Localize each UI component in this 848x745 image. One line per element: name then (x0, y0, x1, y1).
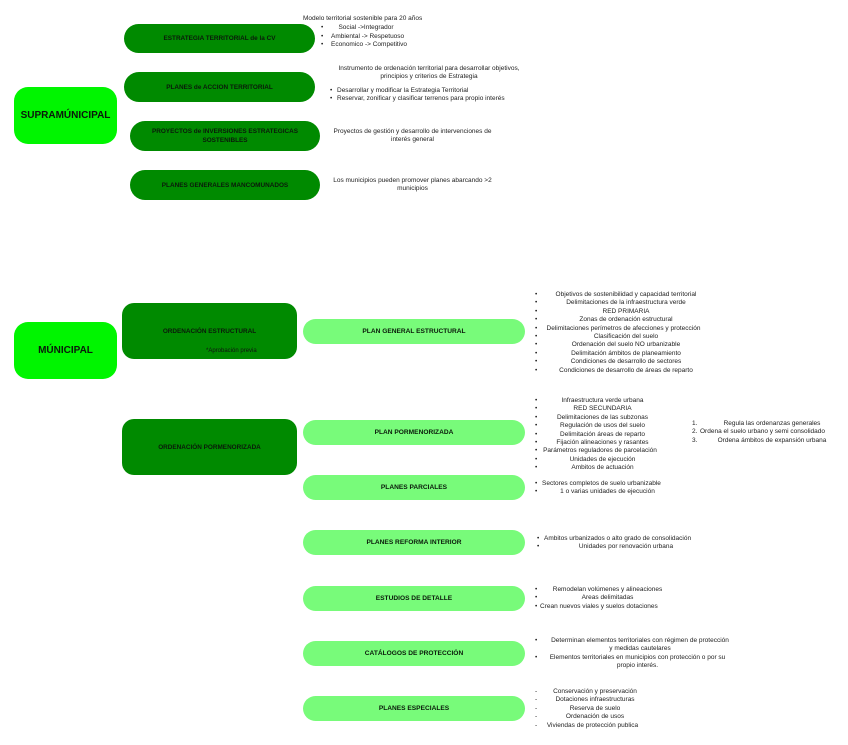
planes-reforma-interior-node: PLANES REFORMA INTERIOR (303, 530, 525, 555)
plan-general-estructural-node: PLAN GENERAL ESTRUCTURAL (303, 319, 525, 344)
note-bullet: •Condiciones de desarrollo de áreas de r… (535, 366, 693, 374)
note-bullet: •Areas delimitadas (535, 594, 634, 602)
note-title: Instrumento de ordenación territorial pa… (338, 65, 520, 81)
note-bullet: •Condiciones de desarrollo de sectores (535, 358, 682, 366)
note-bullet: -Conservación y preservación (535, 688, 637, 695)
planes-parciales-node: PLANES PARCIALES (303, 475, 525, 500)
note-bullet: •Delimitaciones de las subzonas (535, 413, 649, 421)
note-bullet: •Delimitaciones de la infraestructura ve… (535, 299, 686, 307)
note-bullet: -Ordenación de usos (535, 713, 625, 721)
note-bullet: •Unidades por renovación urbana (537, 543, 674, 551)
note-bullet: •Economico -> Competitivo (321, 41, 408, 49)
note-bullet: -Reserva de suelo (535, 704, 621, 712)
ordenacion-estructural-label: ORDENACIÓN ESTRUCTURAL (162, 327, 257, 335)
note-title: Modelo territorial sostenible para 20 añ… (303, 15, 423, 22)
planes-especiales-note: -Conservación y preservación -Dotaciones… (535, 688, 645, 730)
numbered-item: 1.Regula las ordenanzas generales (692, 420, 821, 427)
note-bullet: •Social ->Integrador (321, 24, 394, 32)
ordenacion-pormenorizada-node: ORDENACIÓN PORMENORIZADA (122, 419, 297, 475)
note-bullet: •RED SECUNDARIA (535, 405, 632, 413)
supramunicipal-node: SUPRAMÚNICIPAL (14, 87, 117, 144)
note-bullet: •Regulación de usos del suelo (535, 422, 645, 430)
catalogos-proteccion-node: CATÁLOGOS DE PROTECCIÓN (303, 641, 525, 666)
note-bullet: •Clasificación del suelo (535, 333, 659, 341)
note-bullet: •Desarrollar y modificar la Estrategia T… (330, 86, 469, 94)
note-bullet: •Ambitos de actuación (535, 464, 634, 472)
note-bullet: -Dotaciones infraestructuras (535, 696, 635, 704)
estudios-detalle-node: ESTUDIOS DE DETALLE (303, 586, 525, 611)
note-bullet: •1 o varias unidades de ejecución (535, 488, 655, 496)
note-bullet: •Sectores completos de suelo urbanizable (535, 480, 661, 487)
proyectos-inversiones-node: PROYECTOS de INVERSIONES ESTRATEGICAS SO… (130, 121, 320, 151)
note-bullet: •Delimitación ámbitos de planeamiento (535, 349, 681, 357)
planes-reforma-note: •Ambitos urbanizados o alto grado de con… (537, 535, 705, 552)
ordenacion-estructural-node: ORDENACIÓN ESTRUCTURAL *Aprobación previ… (122, 303, 297, 359)
note-bullet: •Elementos territoriales en municipios c… (535, 653, 726, 670)
planes-especiales-node: PLANES ESPECIALES (303, 696, 525, 721)
note-bullet: •Crean nuevos viales y suelos dotaciones (535, 602, 658, 610)
planes-accion-note: Instrumento de ordenación territorial pa… (330, 65, 528, 104)
planes-accion-territorial-node: PLANES de ACCION TERRITORIAL (124, 72, 315, 102)
aprobacion-previa-note: *Aprobación previa (206, 348, 257, 354)
numbered-item: 3.Ordena ámbitos de expansión urbana (692, 436, 827, 444)
plan-pormenorizada-node: PLAN PORMENORIZADA (303, 420, 525, 445)
note-bullet: -Viviendas de protección publica (535, 721, 639, 729)
note-bullet: •Delimitaciones perímetros de afecciones… (535, 324, 701, 332)
plan-pormenorizada-numbered-note: 1.Regula las ordenanzas generales 2.Orde… (692, 420, 842, 445)
note-bullet: •Ambitos urbanizados o alto grado de con… (537, 535, 692, 542)
note-bullet: •Ambiental -> Respetuoso (321, 32, 405, 40)
numbered-item: 2.Ordena el suelo urbano y semi consolid… (692, 428, 826, 436)
plan-pormenorizada-note: •Infraestructura verde urbana •RED SECUN… (535, 397, 660, 473)
plan-general-estructural-note: •Objetivos de sostenibilidad y capacidad… (535, 291, 707, 375)
note-bullet: •Infraestructura verde urbana (535, 397, 644, 404)
note-bullet: •Zonas de ordenación estructural (535, 316, 673, 324)
note-bullet: •Determinan elementos territoriales con … (535, 637, 729, 653)
note-bullet: •Remodelan volúmenes y alineaciones (535, 586, 663, 593)
planes-parciales-note: •Sectores completos de suelo urbanizable… (535, 480, 670, 497)
note-bullet: •Parámetros reguladores de parcelación (535, 447, 657, 455)
note-bullet: •RED PRIMARIA (535, 307, 650, 315)
note-bullet: •Unidades de ejecución (535, 455, 636, 463)
proyectos-note: Proyectos de gestión y desarrollo de int… (333, 128, 492, 144)
note-bullet: •Ordenación del suelo NO urbanizable (535, 341, 681, 349)
note-bullet: •Delimitación áreas de reparto (535, 430, 645, 438)
estudios-detalle-note: •Remodelan volúmenes y alineaciones •Are… (535, 586, 670, 611)
municipal-node: MÚNICIPAL (14, 322, 117, 379)
note-bullet: •Fijación alineaciones y rasantes (535, 439, 649, 447)
estrategia-note: Modelo territorial sostenible para 20 añ… (303, 15, 453, 50)
catalogos-note: •Determinan elementos territoriales con … (535, 637, 735, 671)
mancomunados-note: Los municipios pueden promover planes ab… (333, 177, 492, 193)
planes-mancomunados-node: PLANES GENERALES MANCOMUNADOS (130, 170, 320, 200)
note-bullet: •Objetivos de sostenibilidad y capacidad… (535, 291, 697, 298)
estrategia-territorial-node: ESTRATEGIA TERRITORIAL de la CV (124, 24, 315, 53)
note-bullet: •Reservar, zonificar y clasificar terren… (330, 95, 505, 103)
